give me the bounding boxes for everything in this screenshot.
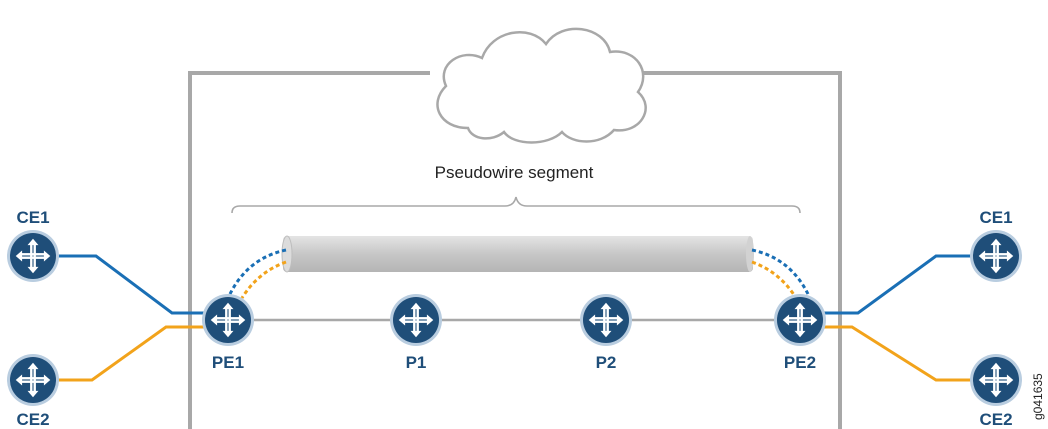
router-icon xyxy=(774,294,826,346)
router-icon xyxy=(7,354,59,406)
label-ce1-right: CE1 xyxy=(979,208,1012,227)
router-icon xyxy=(7,230,59,282)
label-ce2-left: CE2 xyxy=(16,410,49,429)
router-icon xyxy=(580,294,632,346)
label-pe1: PE1 xyxy=(212,353,244,372)
router-ce2-left xyxy=(7,354,59,406)
router-pe2 xyxy=(774,294,826,346)
label-p1: P1 xyxy=(406,353,427,372)
segment-label: Pseudowire segment xyxy=(435,163,594,182)
label-ce1-left: CE1 xyxy=(16,208,49,227)
router-ce2-right xyxy=(970,354,1022,406)
router-icon xyxy=(390,294,442,346)
segment-brace xyxy=(232,197,800,213)
router-ce1-right xyxy=(970,230,1022,282)
router-p2 xyxy=(580,294,632,346)
label-p2: P2 xyxy=(596,353,617,372)
router-icon xyxy=(970,354,1022,406)
router-ce1-left xyxy=(7,230,59,282)
router-icon xyxy=(970,230,1022,282)
router-icon xyxy=(202,294,254,346)
pseudowire-tunnel xyxy=(282,236,754,272)
cloud-icon xyxy=(437,29,645,143)
label-pe2: PE2 xyxy=(784,353,816,372)
router-p1 xyxy=(390,294,442,346)
router-pe1 xyxy=(202,294,254,346)
label-ce2-right: CE2 xyxy=(979,410,1012,429)
figure-id: g041635 xyxy=(1031,373,1045,420)
